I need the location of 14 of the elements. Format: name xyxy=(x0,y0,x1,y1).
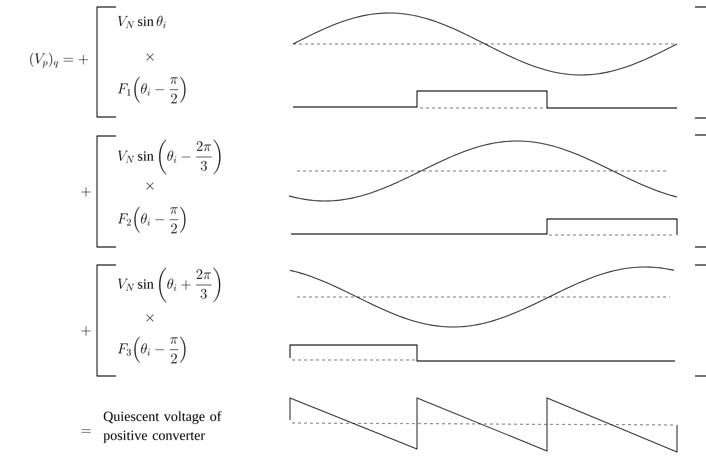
formula: $F_1\!\left(\theta_i - \frac{\pi}{2}\right)$ xyxy=(118,76,186,104)
formula: $V_N \sin\theta_i$ xyxy=(118,16,166,28)
formula: $V_N \sin\left(\theta_i + \frac{2\pi}{3}\right)$ xyxy=(118,268,220,302)
formula: $F_2\!\left(\theta_i - \frac{\pi}{2}\right)$ xyxy=(118,206,186,234)
equals-sign: $=$ xyxy=(81,429,91,433)
plus-sign: $+$ xyxy=(81,187,91,197)
plus-sign: $+$ xyxy=(81,326,91,336)
formula: $V_N \sin\left(\theta_i - \frac{2\pi}{3}\right)$ xyxy=(118,140,220,174)
formula: $F_3\!\left(\theta_i - \frac{\pi}{2}\right)$ xyxy=(118,336,186,364)
times-sign: $\times$ xyxy=(146,314,154,322)
description-text: Quiescent voltage of positive converter xyxy=(103,411,222,443)
times-sign: $\times$ xyxy=(146,182,154,190)
equation-lhs: $(V_p)_q = +$ xyxy=(30,52,88,68)
times-sign: $\times$ xyxy=(146,54,154,60)
